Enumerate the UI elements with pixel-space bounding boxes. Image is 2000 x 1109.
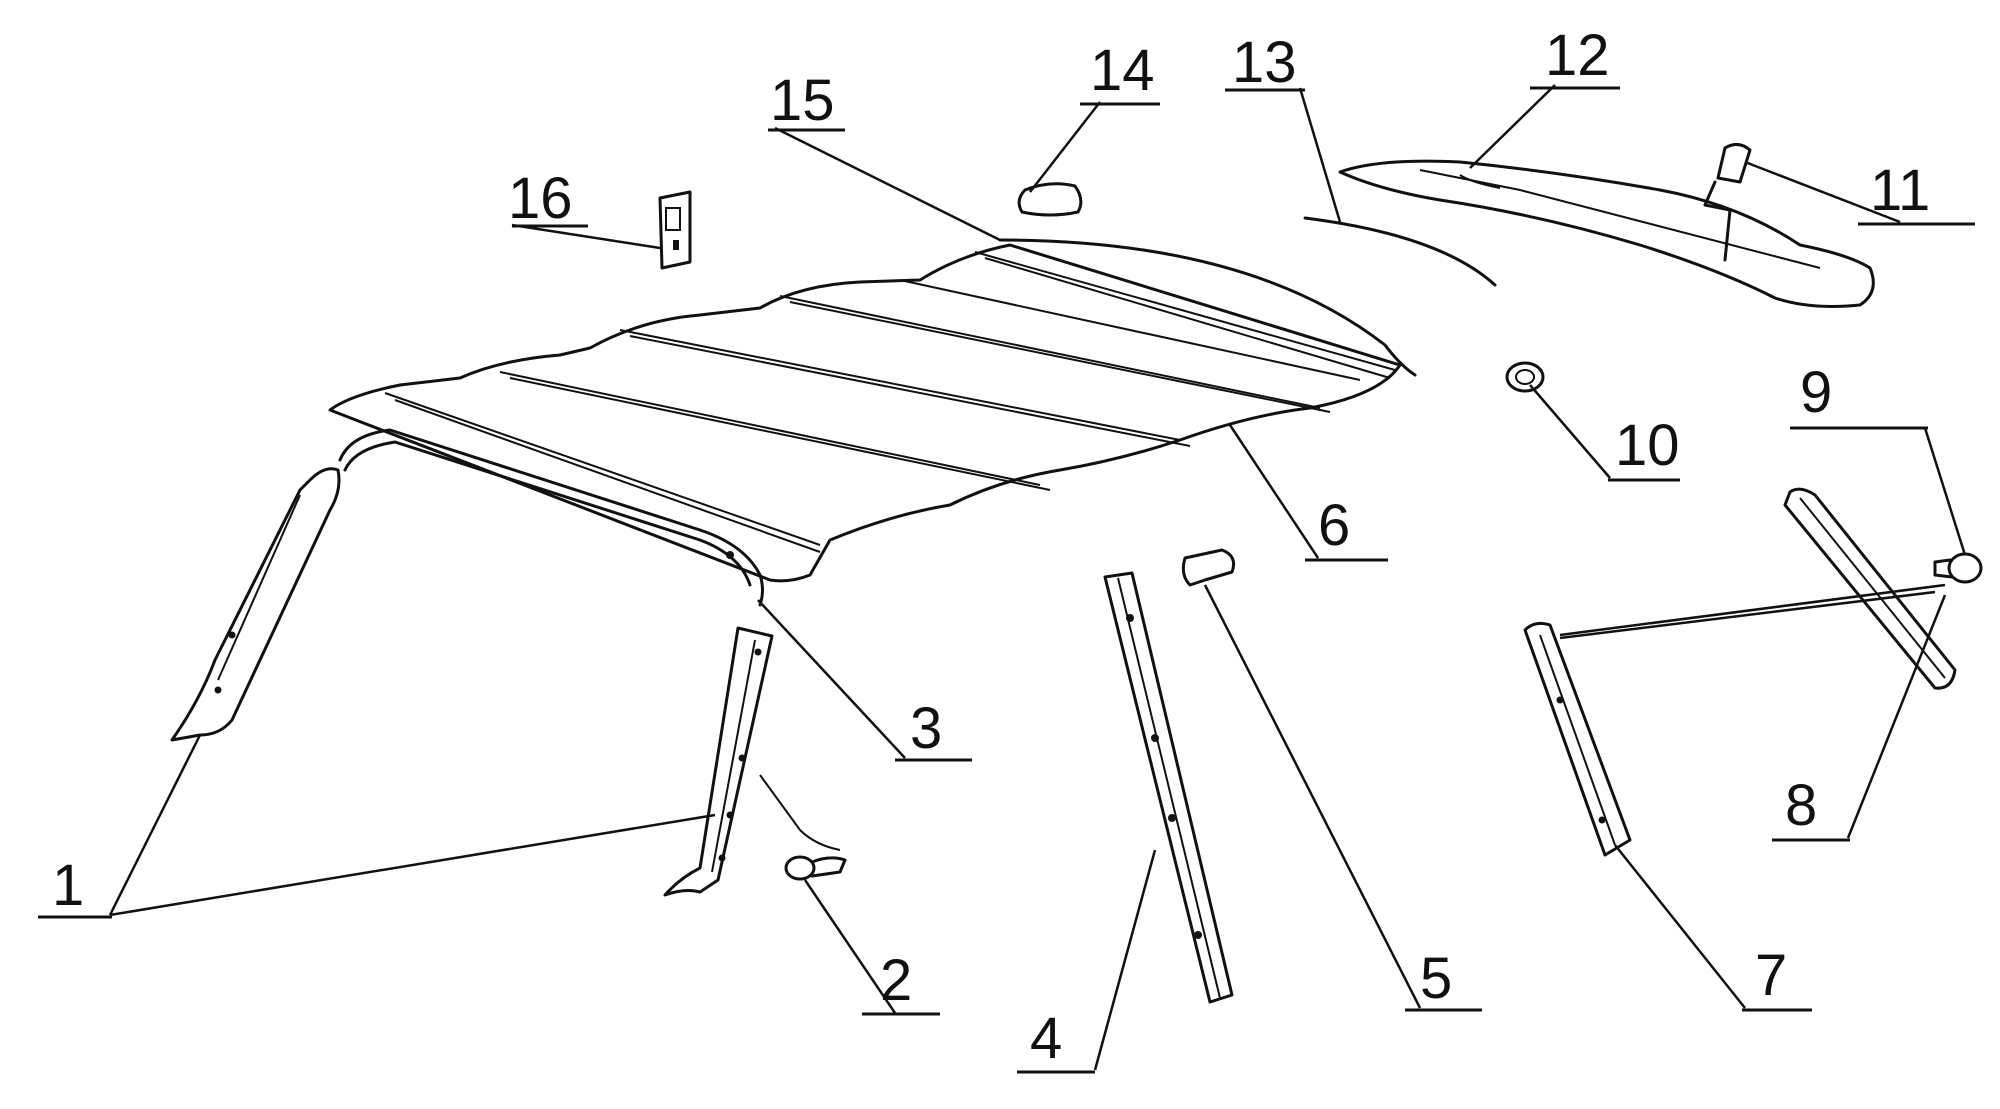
callout-15: 15 [768,68,845,133]
bolt-part-11 [1703,143,1752,262]
callout-4-label: 4 [1030,1006,1062,1071]
a-pillar-trim-right [663,626,774,897]
rear-pillar-trim [1783,487,1957,690]
label-part-16 [658,190,692,270]
callout-6-label: 6 [1318,493,1350,558]
callout-3-label: 3 [910,696,942,761]
callout-14: 14 [1080,38,1160,106]
callout-7: 7 [1742,943,1812,1012]
clip-part-2 [759,774,847,881]
callout-4: 4 [1017,1006,1095,1074]
callout-9: 9 [1790,360,1928,430]
callout-11-label: 11 [1870,158,1930,223]
roof-edge-strip [998,238,1417,377]
callout-2: 2 [862,948,940,1016]
callout-15-label: 15 [770,68,835,133]
callout-9-label: 9 [1800,360,1832,425]
callout-14-label: 14 [1090,38,1155,103]
callout-16: 16 [508,166,588,231]
headliner-panel [328,243,1402,583]
rear-edge-strip [1303,216,1497,287]
callout-7-label: 7 [1755,943,1787,1008]
callout-5: 5 [1405,946,1482,1012]
callout-12: 12 [1530,23,1620,90]
callout-16-label: 16 [508,166,573,231]
plug-part-10 [1505,361,1545,393]
callout-10-label: 10 [1615,413,1680,478]
a-pillar-trim-left [170,467,341,742]
leader-lines [108,84,1967,1071]
callout-12-label: 12 [1545,23,1610,88]
clip-part-14 [1017,182,1083,217]
rear-header-trim [1338,159,1875,308]
callout-8-label: 8 [1785,773,1817,838]
callout-13-label: 13 [1232,30,1297,95]
b-pillar-trim [1103,571,1234,1004]
front-header-trim [338,428,764,607]
callout-1: 1 [38,853,112,919]
callout-6: 6 [1305,493,1388,562]
callout-3: 3 [895,696,972,762]
callout-13: 13 [1225,30,1305,95]
callout-1-label: 1 [52,853,84,918]
callout-5-label: 5 [1420,946,1452,1011]
callout-10: 10 [1608,413,1680,482]
callout-2-label: 2 [880,948,912,1013]
bracket-part-5 [1181,548,1236,587]
callout-8: 8 [1772,773,1850,842]
callout-11: 11 [1858,158,1975,226]
fastener-part-9 [1933,552,1983,584]
c-pillar-trim [1523,621,1632,857]
